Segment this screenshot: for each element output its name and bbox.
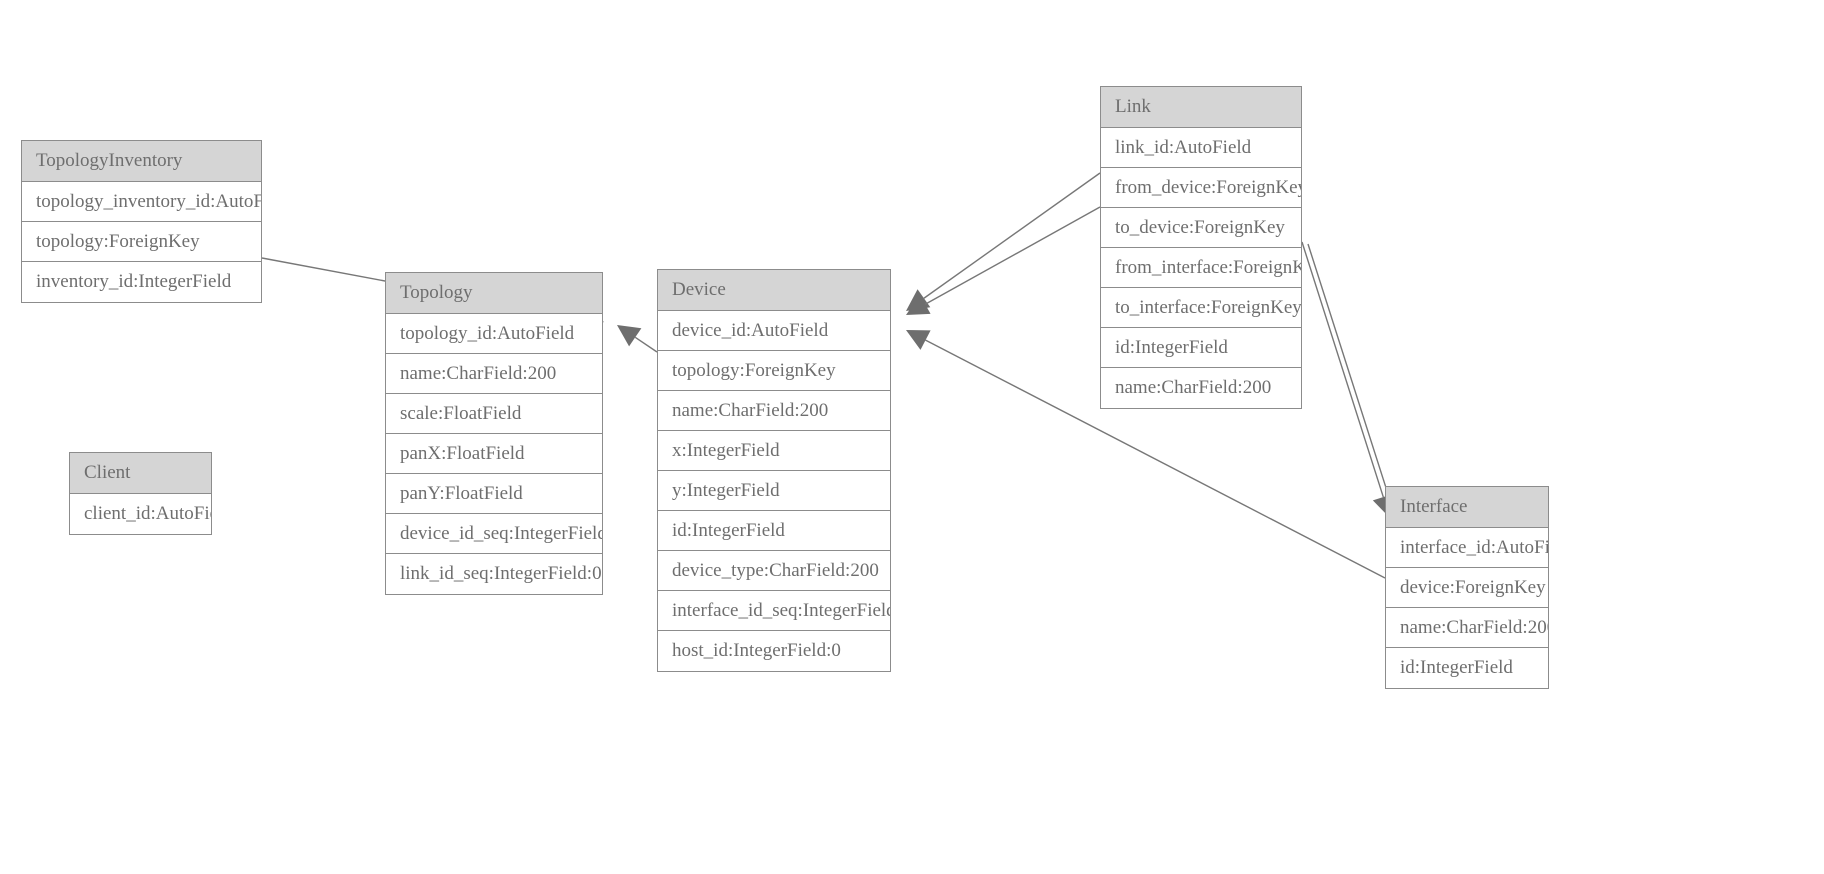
- relationship-line-link-from-device: [923, 172, 1101, 299]
- entity-field: host_id:IntegerField:0: [658, 631, 890, 671]
- entity-field: name:CharField:200: [1101, 368, 1301, 408]
- entity-field: interface_id:AutoField: [1386, 528, 1548, 568]
- relationship-arrowhead-device-topology: [617, 325, 642, 347]
- entity-title-topology_inventory: TopologyInventory: [22, 141, 261, 182]
- entity-title-link: Link: [1101, 87, 1301, 128]
- entity-field: inventory_id:IntegerField: [22, 262, 261, 302]
- entity-field: client_id:AutoField: [70, 494, 211, 534]
- relationship-arrowhead-interface-device: [906, 330, 931, 350]
- entity-box-interface[interactable]: Interfaceinterface_id:AutoFielddevice:Fo…: [1385, 486, 1549, 689]
- entity-field: topology:ForeignKey: [658, 351, 890, 391]
- relationship-line-link-to-interface: [1307, 243, 1390, 499]
- relationship-line-link-to-device: [924, 206, 1101, 305]
- entity-field: interface_id_seq:IntegerField:0: [658, 591, 890, 631]
- entity-title-topology: Topology: [386, 273, 602, 314]
- entity-field: scale:FloatField: [386, 394, 602, 434]
- entity-field: id:IntegerField: [658, 511, 890, 551]
- relationship-line-device-topology: [634, 336, 658, 353]
- entity-field: device_id:AutoField: [658, 311, 890, 351]
- entity-field: device_type:CharField:200: [658, 551, 890, 591]
- entity-field: to_device:ForeignKey: [1101, 208, 1301, 248]
- entity-field: name:CharField:200: [1386, 608, 1548, 648]
- relationship-line-link-from-interface: [1301, 241, 1384, 498]
- entity-field: name:CharField:200: [658, 391, 890, 431]
- relationship-arrowhead-link-to-device: [906, 294, 931, 315]
- entity-field: id:IntegerField: [1386, 648, 1548, 688]
- entity-field: link_id:AutoField: [1101, 128, 1301, 168]
- entity-field: from_device:ForeignKey: [1101, 168, 1301, 208]
- entity-title-device: Device: [658, 270, 890, 311]
- entity-field: device:ForeignKey: [1386, 568, 1548, 608]
- entity-field: device_id_seq:IntegerField:0: [386, 514, 602, 554]
- entity-field: panY:FloatField: [386, 474, 602, 514]
- entity-field: name:CharField:200: [386, 354, 602, 394]
- entity-field: id:IntegerField: [1101, 328, 1301, 368]
- entity-field: topology:ForeignKey: [22, 222, 261, 262]
- entity-title-interface: Interface: [1386, 487, 1548, 528]
- entity-title-client: Client: [70, 453, 211, 494]
- entity-field: to_interface:ForeignKey: [1101, 288, 1301, 328]
- entity-field: topology_id:AutoField: [386, 314, 602, 354]
- entity-field: link_id_seq:IntegerField:0: [386, 554, 602, 594]
- relationship-arrowhead-link-from-device: [906, 289, 931, 311]
- entity-field: from_interface:ForeignKey: [1101, 248, 1301, 288]
- entity-field: panX:FloatField: [386, 434, 602, 474]
- entity-field: topology_inventory_id:AutoField: [22, 182, 261, 222]
- entity-field: x:IntegerField: [658, 431, 890, 471]
- entity-field: y:IntegerField: [658, 471, 890, 511]
